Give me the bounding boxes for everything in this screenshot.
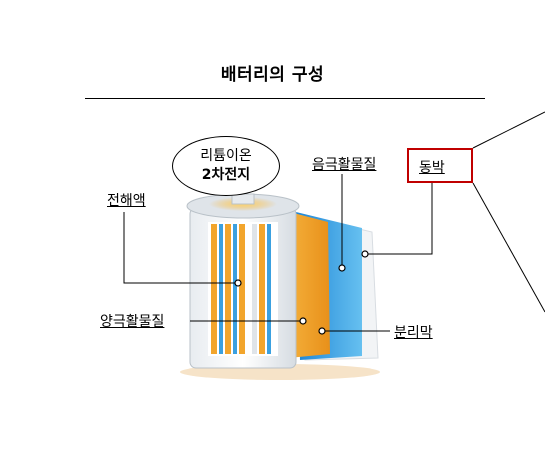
label-separator: 분리막 (394, 325, 433, 341)
label-copper-foil: 동박 (419, 160, 445, 176)
leader-lines (123, 111, 545, 332)
cell-type-line1: 리튬이온 (200, 148, 252, 164)
copper-foil-highlight-box (407, 148, 473, 183)
cell-type-bubble: 리튬이온 2차전지 (172, 136, 280, 196)
page-title: 배터리의 구성 (220, 65, 325, 85)
label-cathode-material: 양극활물질 (100, 314, 165, 330)
cell-type-line2: 2차전지 (201, 167, 251, 183)
dot-copper-foil (361, 250, 369, 258)
dot-separator (318, 327, 326, 335)
label-anode-material: 음극활물질 (312, 157, 377, 173)
label-electrolyte: 전해액 (107, 193, 146, 209)
dot-cathode-material (299, 317, 307, 325)
dot-electrolyte (234, 279, 242, 287)
dot-anode-material (338, 264, 346, 272)
wound-layers (208, 222, 278, 356)
title-divider (85, 98, 485, 99)
pointer-dots (234, 250, 369, 335)
